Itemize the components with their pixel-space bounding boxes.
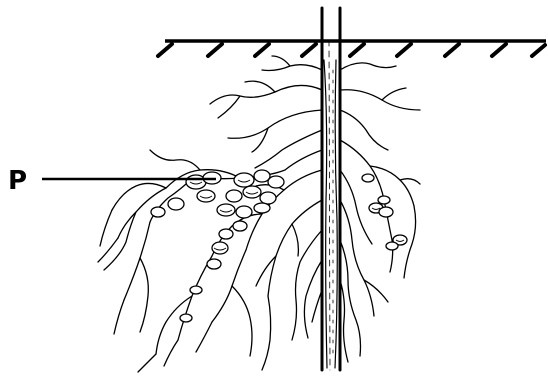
nodule [268, 176, 284, 188]
soil-surface [158, 41, 546, 56]
nodule [236, 206, 252, 218]
nodule [207, 259, 221, 269]
nodule [226, 190, 242, 202]
nodule [254, 170, 270, 182]
nodule [243, 186, 261, 198]
nodule [197, 190, 215, 202]
label-p-group: P [8, 166, 216, 196]
main-stem [322, 8, 340, 370]
nodule [180, 314, 192, 322]
nodule [219, 229, 233, 239]
soil-hatching [158, 44, 545, 56]
nodule [217, 204, 235, 216]
root-nodules [151, 170, 407, 322]
nodule [234, 173, 254, 187]
nodule [378, 196, 390, 204]
nodule [362, 174, 374, 182]
nodule [168, 198, 184, 210]
nodule [379, 207, 393, 217]
nodule [260, 192, 276, 204]
nodule [151, 207, 165, 217]
nodule [190, 286, 202, 294]
nodule [254, 203, 270, 213]
nodule [233, 221, 247, 231]
label-p: P [8, 166, 27, 196]
nodule [386, 242, 398, 250]
lateral-roots [98, 56, 420, 372]
